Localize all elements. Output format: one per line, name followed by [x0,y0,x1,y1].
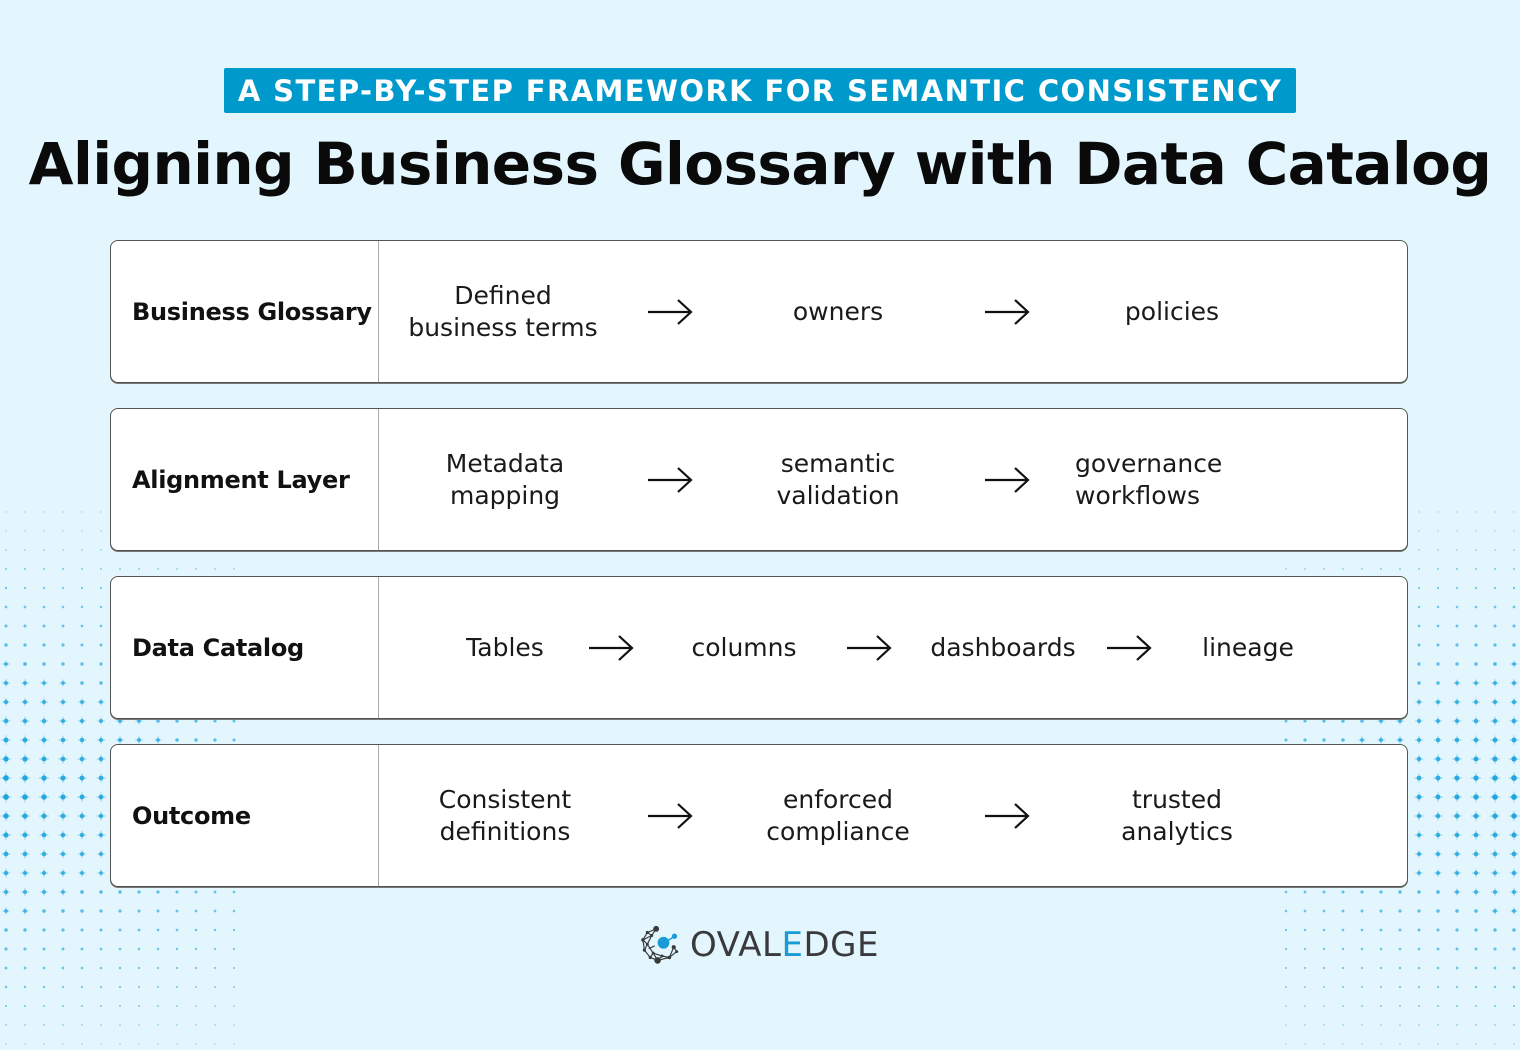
step-line: Metadata [445,448,565,478]
framework-row-data-catalog: Data Catalog Tables columns dashboards l… [110,576,1408,719]
row-label: Data Catalog [111,577,379,718]
step-line: analytics [1121,816,1233,846]
step-line: columns [691,632,797,662]
row-label: Alignment Layer [111,409,379,550]
row-label: Business Glossary [111,241,379,382]
header-kicker: A STEP-BY-STEP FRAMEWORK FOR SEMANTIC CO… [223,68,1297,113]
right-arrow-icon [1107,634,1152,661]
step-line: Defined [454,280,552,310]
step: Tables [466,577,544,718]
step-line: workflows [1075,480,1201,510]
step-line: trusted [1131,784,1222,814]
right-arrow-icon [985,298,1030,325]
right-arrow-icon [847,634,892,661]
row-label: Outcome [111,745,379,886]
step-line: policies [1124,296,1220,326]
step-line: Consistent [438,784,572,814]
step-line: mapping [449,480,561,510]
step-line: Tables [466,632,544,662]
right-arrow-icon [985,802,1030,829]
step-line: dashboards [930,632,1076,662]
step: columns [691,577,796,718]
right-arrow-icon [985,466,1030,493]
step-line: semantic [780,448,896,478]
step: policies [1125,241,1219,382]
right-arrow-icon [648,466,693,493]
logo-text-accent: E [781,925,804,965]
logo-wordmark: OVALEDGE [690,918,879,972]
step: owners [793,241,883,382]
header-kicker-wrap: A STEP-BY-STEP FRAMEWORK FOR SEMANTIC CO… [0,68,1520,113]
right-arrow-icon [648,298,693,325]
step-line: definitions [439,816,571,846]
right-arrow-icon [648,802,693,829]
step-line: business terms [408,312,598,342]
logo-text-part: OVAL [690,925,782,965]
page-title: Aligning Business Glossary with Data Cat… [28,130,1492,198]
step-line: governance [1075,448,1223,478]
ovaledge-logo: OVALEDGE [640,918,879,972]
step-line: compliance [766,816,910,846]
right-arrow-icon [589,634,634,661]
network-nodes-icon [641,925,679,964]
step-line: enforced [782,784,894,814]
step-line: lineage [1202,632,1294,662]
step-line: owners [792,296,884,326]
step: lineage [1202,577,1294,718]
logo-text-part: DGE [803,925,879,965]
step: dashboards [930,577,1075,718]
step-line: validation [776,480,900,510]
